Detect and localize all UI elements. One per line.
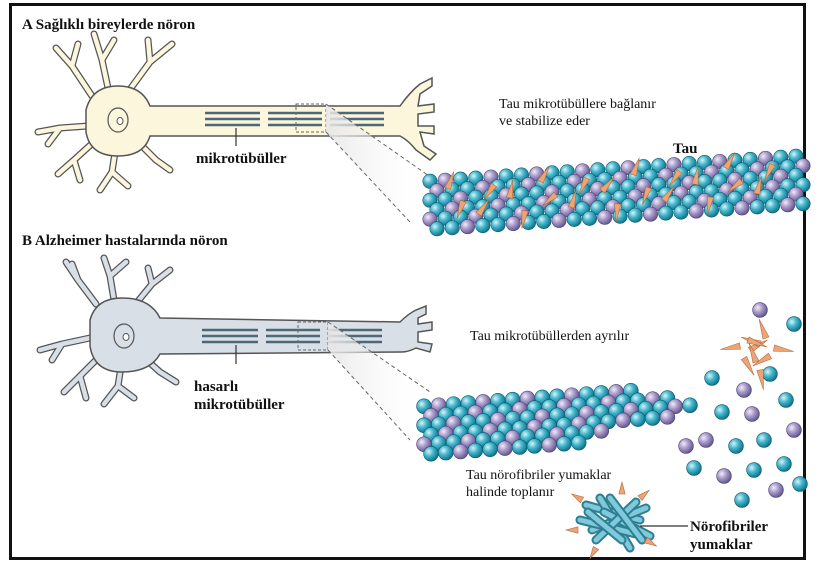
tubulin-subunit	[453, 444, 468, 459]
broken-microtubule	[417, 383, 698, 461]
tubulin-subunit	[735, 201, 749, 215]
free-tubulin-subunit	[745, 407, 760, 422]
tubulin-subunit	[512, 440, 527, 455]
tubulin-subunit	[476, 218, 490, 232]
tau-binds-note: Tau mikrotübüllere bağlanır ve stabilize…	[499, 96, 656, 130]
free-tubulin-subunit	[757, 433, 772, 448]
free-tubulin-subunit	[787, 423, 802, 438]
free-tubulin-subunit	[753, 303, 768, 318]
free-tubulin-subunit	[763, 367, 778, 382]
free-tubulin-subunit	[777, 457, 792, 472]
free-tubulin-subunit	[769, 483, 784, 498]
free-tubulin-subunit	[717, 469, 732, 484]
tubulin-subunit	[645, 411, 660, 426]
tangled-tau	[619, 482, 625, 494]
tubulin-subunit	[704, 203, 718, 217]
tubulin-subunit	[660, 410, 675, 425]
free-tubulin-subunit	[747, 463, 762, 478]
loose-tubulin-subunits	[679, 303, 808, 508]
tubulin-subunit	[630, 412, 645, 427]
tubulin-subunit	[594, 424, 609, 439]
detached-tau	[757, 369, 764, 389]
detached-tau-cluster	[720, 319, 793, 389]
neurofibrillary-tangles-label: Nörofibriler yumaklar	[690, 518, 768, 554]
tangled-tau	[638, 490, 649, 500]
panel-a-title: A Sağlıklı bireylerde nöron	[22, 17, 195, 34]
free-tubulin-subunit	[699, 433, 714, 448]
tubulin-subunit	[460, 219, 474, 233]
tubulin-subunit	[750, 200, 764, 214]
tubulin-subunit	[527, 439, 542, 454]
detached-tau	[773, 345, 793, 352]
tubulin-subunit	[643, 207, 657, 221]
tubulin-subunit	[796, 197, 810, 211]
tubulin-subunit	[537, 214, 551, 228]
free-tubulin-subunit	[735, 493, 750, 508]
panel-b-title: B Alzheimer hastalarında nöron	[22, 233, 228, 250]
tubulin-subunit	[567, 212, 581, 226]
detached-tau	[759, 319, 769, 339]
tubulin-subunit	[552, 213, 566, 227]
free-tubulin-subunit	[779, 393, 794, 408]
tubulin-subunit	[659, 206, 673, 220]
tau-label: Tau	[673, 140, 697, 158]
tubulin-subunit	[430, 222, 444, 236]
healthy-neuron	[38, 34, 436, 222]
tubulin-subunit	[582, 211, 596, 225]
tubulin-subunit	[628, 208, 642, 222]
free-tubulin-subunit	[679, 439, 694, 454]
tangled-tau	[566, 527, 578, 533]
tubulin-subunit	[689, 204, 703, 218]
tubulin-subunit	[491, 217, 505, 231]
tangled-tau	[590, 546, 599, 558]
tau-tangle-note: Tau nörofibriler yumaklar halinde toplan…	[466, 467, 611, 501]
free-tubulin-subunit	[705, 371, 720, 386]
free-tubulin-subunit	[737, 383, 752, 398]
tubulin-subunit	[542, 437, 557, 452]
tubulin-subunit	[445, 221, 459, 235]
tubulin-subunit	[571, 435, 586, 450]
free-tubulin-subunit	[787, 317, 802, 332]
microtubules-label: mikrotübüller	[196, 150, 287, 168]
tubulin-subunit	[424, 446, 439, 461]
free-tubulin-subunit	[687, 461, 702, 476]
tubulin-subunit	[598, 210, 612, 224]
free-tubulin-subunit	[793, 477, 808, 492]
tubulin-subunit	[557, 436, 572, 451]
tubulin-subunit	[616, 413, 631, 428]
tubulin-subunit	[674, 205, 688, 219]
tubulin-subunit	[438, 445, 453, 460]
damaged-microtubules-label: hasarlı mikrotübüller	[194, 378, 285, 414]
tubulin-subunit	[483, 442, 498, 457]
tau-detaches-note: Tau mikrotübüllerden ayrılır	[470, 328, 629, 345]
free-tubulin-subunit	[729, 439, 744, 454]
tubulin-subunit	[765, 199, 779, 213]
free-tubulin-subunit	[715, 405, 730, 420]
tubulin-subunit	[506, 216, 520, 230]
tubulin-subunit	[720, 202, 734, 216]
detached-tau	[720, 343, 740, 350]
tubulin-subunit	[468, 443, 483, 458]
tubulin-subunit	[683, 398, 698, 413]
tubulin-subunit	[781, 198, 795, 212]
healthy-microtubule	[423, 149, 810, 236]
tubulin-subunit	[497, 441, 512, 456]
